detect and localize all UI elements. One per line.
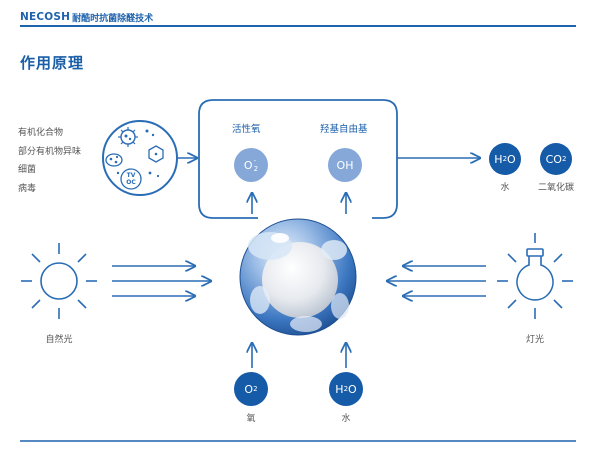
- header-subtitle: 耐酷时抗菌除醛技术: [72, 13, 154, 24]
- pollutant-list: 有机化合物 部分有机物异味 细菌 病毒: [18, 124, 81, 198]
- superoxide-charge: -: [253, 157, 257, 165]
- virus-icon: [118, 127, 138, 147]
- brand-logo: NECOSH: [20, 11, 71, 23]
- sun-icon: [21, 243, 97, 319]
- reaction-box: [198, 99, 398, 219]
- voc-text-bottom: OC: [126, 179, 136, 186]
- lamp-light-label: 灯光: [525, 335, 544, 345]
- pollutant-icon: TV OC: [102, 120, 178, 196]
- label-hydroxyl-radical: 羟基自由基: [320, 124, 368, 135]
- water-base: H: [494, 152, 503, 166]
- superoxide-subscript: 2: [253, 165, 259, 173]
- natural-light-label: 自然光: [45, 335, 73, 345]
- product-water-label: 水: [500, 183, 510, 193]
- hydroxyl-text: OH: [336, 158, 354, 172]
- input-water-rest: O: [348, 382, 357, 396]
- water-rest: O: [507, 152, 516, 166]
- molecule-hydroxyl: OH: [328, 148, 362, 182]
- light-arrows-right: [387, 266, 486, 296]
- input-water-label: 水: [341, 414, 351, 424]
- voc-text-top: TV: [127, 172, 136, 179]
- section-title: 作用原理: [20, 54, 85, 72]
- light-arrows-left: [112, 266, 211, 296]
- pollutant-item: 部分有机物异味: [18, 146, 82, 157]
- pollutant-item: 细菌: [18, 165, 37, 175]
- input-oxygen-label: 氧: [246, 414, 256, 424]
- molecule-superoxide: O-2: [234, 148, 268, 182]
- input-water-base: H: [335, 382, 344, 396]
- pollutant-item: 有机化合物: [18, 128, 64, 138]
- voc-icon: TV OC: [120, 168, 142, 190]
- co2-base: CO: [545, 152, 562, 166]
- molecule-icon: [148, 145, 164, 163]
- lamp-icon: [497, 233, 573, 319]
- pollutant-item: 病毒: [18, 183, 37, 194]
- photocatalyst-sphere: [239, 218, 357, 336]
- header: NECOSH 耐酷时抗菌除醛技术: [20, 10, 153, 24]
- header-rule: [20, 25, 576, 27]
- oxygen-base: O: [244, 382, 254, 396]
- label-active-oxygen: 活性氧: [232, 124, 261, 135]
- product-co2-label: 二氧化碳: [537, 183, 574, 193]
- bacteria-icon: [105, 153, 123, 167]
- superoxide-base: O: [243, 158, 253, 172]
